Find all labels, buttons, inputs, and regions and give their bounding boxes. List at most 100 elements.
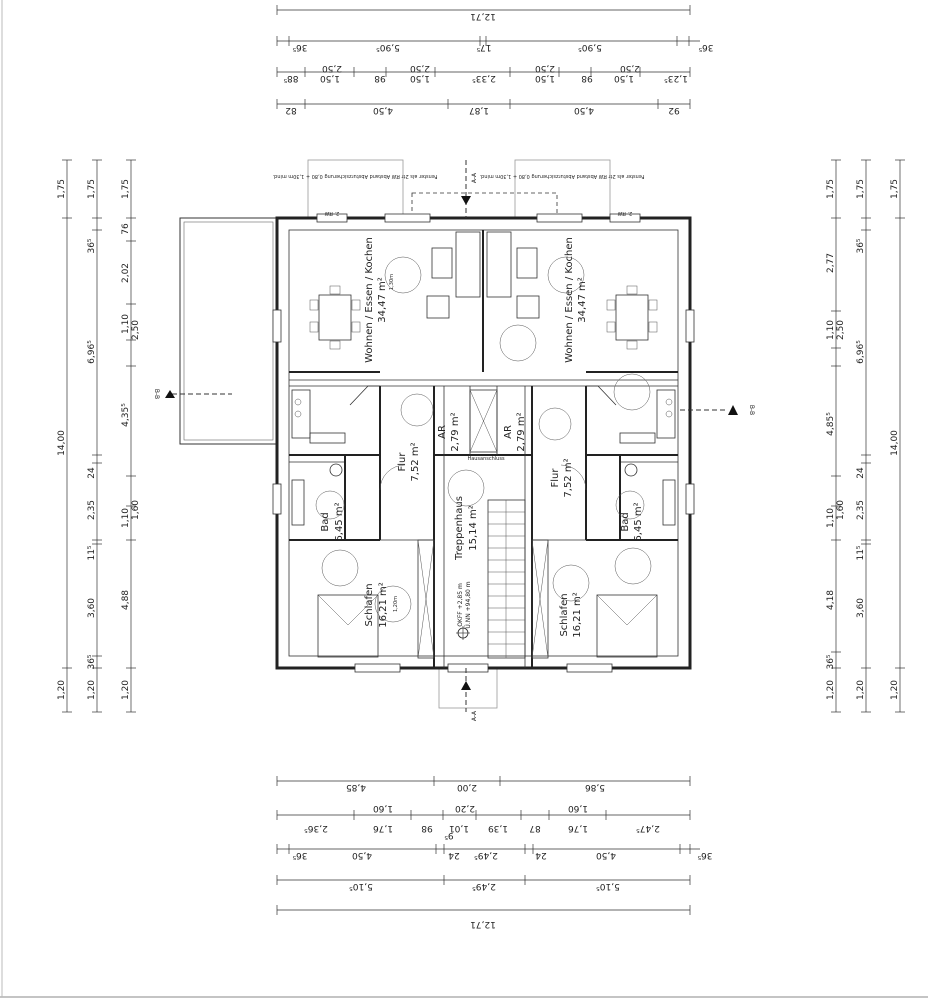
dim-left-c2-2: 2,02: [121, 263, 131, 283]
dim-top-r3-3: 2,50: [620, 63, 640, 73]
dim-top-r4-0: 82: [285, 105, 296, 115]
room-flur-right-name: Flur: [550, 468, 561, 488]
dim-bottom-r1-1: 1,76: [373, 823, 393, 833]
dim-left-c2-9: 1,20: [121, 680, 131, 700]
room-flur-right-area: 7,52 m²: [563, 458, 574, 497]
room-schlafen-left-name: Schlafen: [364, 583, 375, 626]
room-wohnen-right-name: Wohnen / Essen / Kochen: [564, 237, 575, 363]
balcony-right: [514, 159, 611, 219]
dim-right-c0-5: 1,10: [826, 508, 836, 528]
room-schlafen-left-area: 16,21 m²: [378, 582, 389, 628]
dim-top-r3-0: 2,50: [322, 63, 342, 73]
dim-bottom-r3-4: 24: [535, 850, 547, 860]
dim-right-c0-7: 4,18: [826, 590, 836, 610]
room-ar-left-name: AR: [437, 425, 448, 439]
room-flur-left-name: Flur: [397, 452, 408, 472]
dim-left-c1-2: 6,96⁵: [87, 340, 97, 364]
nn-label: Ü.NN +94,80 m: [465, 581, 472, 628]
dim-bottom-r1-0: 2,36⁵: [304, 823, 328, 833]
circle-label-2: 1,20m: [393, 596, 399, 612]
dim-top-r1-1: 5,90⁵: [376, 42, 400, 52]
dim-bottom-r4-0: 5,10⁵: [349, 881, 373, 891]
room-bad-right-name: Bad: [620, 512, 631, 531]
room-ar-left-area: 2,79 m²: [450, 412, 461, 451]
room-flur-left-area: 7,52 m²: [410, 442, 421, 481]
dim-bottom-r2-3: 9⁵: [444, 830, 454, 840]
okff-label: OKFF +2,85 m: [457, 583, 464, 627]
dim-top-r2-5: 1,50: [535, 73, 555, 83]
dim-top-r2-1: 1,50: [320, 73, 340, 83]
dim-bottom-r1-4: 1,39: [488, 823, 508, 833]
dim-left-c2-8: 4,88: [121, 590, 131, 610]
room-bad-left-area: 6,45 m²: [334, 502, 345, 541]
room-wohnen-right-area: 34,47 m²: [577, 277, 588, 323]
dim-top-r4-1: 4,50: [373, 105, 393, 115]
dim-right-c0-1: 2,77: [826, 253, 836, 273]
dim-left-c1-5: 11⁵: [87, 545, 97, 560]
dim-bottom-r2-1: 2,20: [455, 803, 475, 813]
dim-top-r3-2: 2,50: [535, 63, 555, 73]
dim-top-total: 12,71: [470, 11, 496, 21]
dim-right-c2-0: 1,75: [890, 179, 900, 199]
dim-left-c2-0: 1,75: [121, 179, 131, 199]
terrace-left: [179, 217, 278, 445]
dim-bottom-r2-0: 1,60: [373, 803, 393, 813]
dim-bottom-r3-1: 4,50: [352, 850, 372, 860]
room-treppenhaus-area: 15,14 m²: [468, 505, 479, 551]
section-markers: A-A A-A B-B B-B: [153, 160, 755, 721]
dim-left-c1-7: 36⁵: [87, 654, 97, 669]
dim-right-c1-2: 6,96⁵: [856, 340, 866, 364]
section-bb-left: B-B: [153, 389, 160, 399]
dim-left-c2-7: 1,60: [131, 500, 141, 520]
dim-right-c0-3: 2,50: [836, 320, 846, 340]
dim-top-r2-6: 98: [581, 73, 593, 83]
dim-left-c0-0: 1,75: [57, 179, 67, 199]
dim-top-r2-2: 98: [374, 73, 386, 83]
dim-left-c0-1: 14,00: [57, 430, 67, 456]
dim-bottom-r0-1: 2,00: [457, 782, 477, 792]
dim-bottom-r4-2: 5,10⁵: [596, 881, 620, 891]
dim-bottom-r3-2: 24: [448, 850, 460, 860]
dim-bottom-r4-1: 2,49⁵: [472, 881, 496, 891]
dim-right-c0-4: 4,85⁵: [826, 412, 836, 436]
dim-right-c1-4: 2,35: [856, 500, 866, 520]
dim-bottom-r1-2: 98: [421, 823, 433, 833]
section-arrow-icon: [461, 681, 471, 690]
dim-right-c1-1: 36⁵: [856, 238, 866, 253]
building: Fenster als 2tr RW Abstand Absturzsicher…: [179, 159, 695, 709]
room-wohnen-left-name: Wohnen / Essen / Kochen: [364, 237, 375, 363]
dim-right-c1-6: 3,60: [856, 598, 866, 618]
room-labels: Wohnen / Essen / Kochen 34,47 m² Wohnen …: [320, 237, 644, 640]
dim-bottom-r0-2: 5,86: [585, 782, 605, 792]
dim-left-c1-0: 1,75: [87, 179, 97, 199]
dim-right-c0-0: 1,75: [826, 179, 836, 199]
dim-right-c1-7: 1,20: [856, 680, 866, 700]
dim-top-r4-3: 4,50: [574, 105, 594, 115]
section-arrow-icon: [461, 196, 471, 205]
balcony-left: [307, 159, 404, 219]
bed-right: [596, 594, 658, 658]
dim-right-c1-0: 1,75: [856, 179, 866, 199]
stair: [487, 499, 526, 659]
dim-bottom-r1-5: 87: [529, 823, 540, 833]
dim-top-r1-4: 36⁵: [698, 42, 713, 52]
hausanschluss-label: Hausanschluss: [467, 456, 505, 462]
dim-bottom-r3-5: 4,50: [596, 850, 616, 860]
dim-left-c2-1: 76: [121, 223, 131, 235]
rw-label-right: 2. RW: [618, 210, 633, 216]
right-dimensions: 1,75 2,77 1,10 2,50 4,85⁵ 1,10 1,60 4,18…: [826, 159, 905, 713]
dim-top-r2-4: 2,33⁵: [472, 73, 496, 83]
dim-top-r1-3: 5,90⁵: [578, 42, 602, 52]
bottom-dimensions: 4,85 2,00 5,86 2,36⁵ 1,76 98 1,01 1,39 8…: [276, 776, 713, 929]
rw-label-left: 2. RW: [325, 210, 340, 216]
dim-bottom-r0-0: 4,85: [346, 782, 366, 792]
dim-bottom-r1-7: 2,47⁵: [636, 823, 660, 833]
room-bad-right-area: 6,45 m²: [633, 502, 644, 541]
dim-top-r4-2: 1,87: [469, 105, 489, 115]
section-aa-bottom: A-A: [471, 710, 478, 721]
room-treppenhaus-name: Treppenhaus: [454, 496, 465, 561]
dim-left-c1-4: 2,35: [87, 500, 97, 520]
room-wohnen-left-area: 34,47 m²: [377, 277, 388, 323]
dim-right-c0-8: 36⁵: [826, 654, 836, 669]
bed-left: [317, 594, 379, 658]
